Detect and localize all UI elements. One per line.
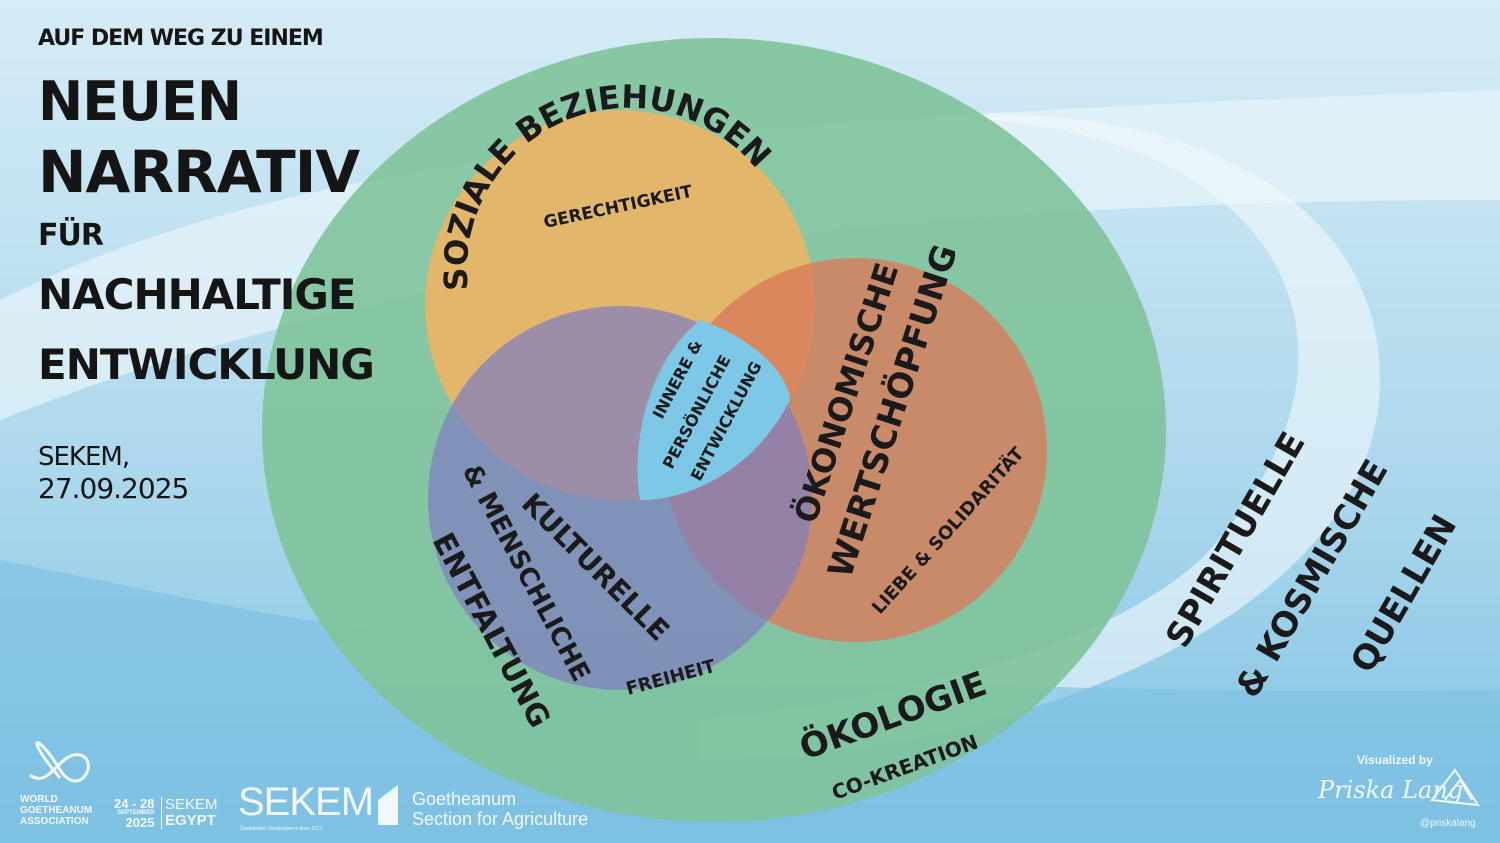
wga-line: WORLD xyxy=(20,794,58,805)
goetheanum-name: Goetheanum xyxy=(412,789,517,809)
goetheanum-logo-icon xyxy=(378,785,398,825)
mountain-logo-icon xyxy=(1430,768,1481,807)
title-narrativ: NARRATIV xyxy=(38,138,360,206)
swirl xyxy=(700,114,1380,760)
place: SEKEM, xyxy=(38,442,130,472)
goetheanum-section: Section for Agriculture xyxy=(412,809,589,829)
event-year: 2025 xyxy=(125,815,155,830)
wga-logo: WORLD GOETHEANUM ASSOCIATION xyxy=(20,794,92,827)
goetheanum-logo: Goetheanum Section for Agriculture xyxy=(412,789,588,829)
swirl xyxy=(0,90,1500,420)
event-place: SEKEM EGYPT xyxy=(161,797,218,829)
center-lens xyxy=(637,320,790,500)
title-nachhaltige: NACHHALTIGE xyxy=(38,270,357,319)
title-neuen: NEUEN xyxy=(38,70,242,133)
artist-handle: @priskalang xyxy=(1420,818,1476,829)
date: 27.09.2025 xyxy=(38,472,189,505)
sekem-tagline: Sustainable Development since 1977 xyxy=(240,826,323,832)
event-days: 24 - 28 xyxy=(114,796,155,811)
event-dates: 24 - 28 SEPTEMBER 2025 xyxy=(114,796,155,830)
title-entwicklung: ENTWICKLUNG xyxy=(38,340,375,389)
sekem-logo: SEKEM xyxy=(238,780,374,824)
artist-signature: Priska Lang xyxy=(1318,776,1464,804)
subtitle-pre: AUF DEM WEG ZU EINEM xyxy=(38,26,324,51)
wga-line: ASSOCIATION xyxy=(20,816,89,827)
event-place-1: SEKEM xyxy=(165,796,218,813)
title-fuer: FÜR xyxy=(38,218,104,253)
wga-line: GOETHEANUM xyxy=(20,805,93,816)
visualized-by: Visualized by xyxy=(1357,753,1433,767)
event-month: SEPTEMBER xyxy=(117,810,155,816)
event-place-2: EGYPT xyxy=(165,812,216,829)
wga-infinity-icon xyxy=(29,741,90,783)
